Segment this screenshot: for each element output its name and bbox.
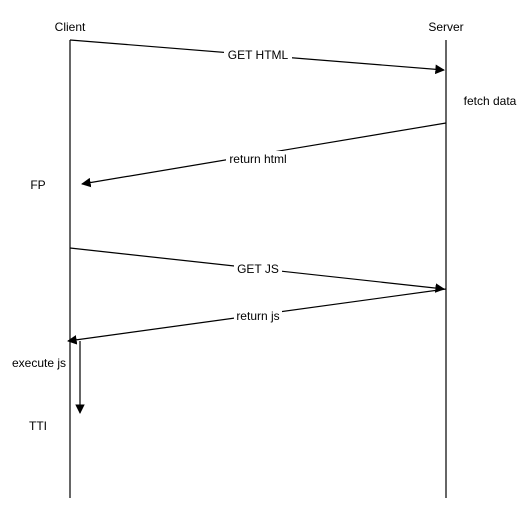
return-js-label-bg xyxy=(234,308,282,324)
fetch-data-note: fetch data xyxy=(464,94,517,108)
fp-note: FP xyxy=(30,178,45,192)
execute-js-note: execute js xyxy=(12,356,66,370)
client-lifeline-label: Client xyxy=(55,20,86,34)
server-lifeline-label: Server xyxy=(428,20,463,34)
get-html-label-bg xyxy=(224,47,292,63)
get-html-label: GET HTML xyxy=(228,48,289,62)
tti-note: TTI xyxy=(29,419,47,433)
get-js-label-bg xyxy=(234,261,282,277)
return-html-label: return html xyxy=(229,152,286,166)
return-js-label: return js xyxy=(236,309,279,323)
return-html-label-bg xyxy=(226,151,290,167)
get-js-label: GET JS xyxy=(237,262,279,276)
